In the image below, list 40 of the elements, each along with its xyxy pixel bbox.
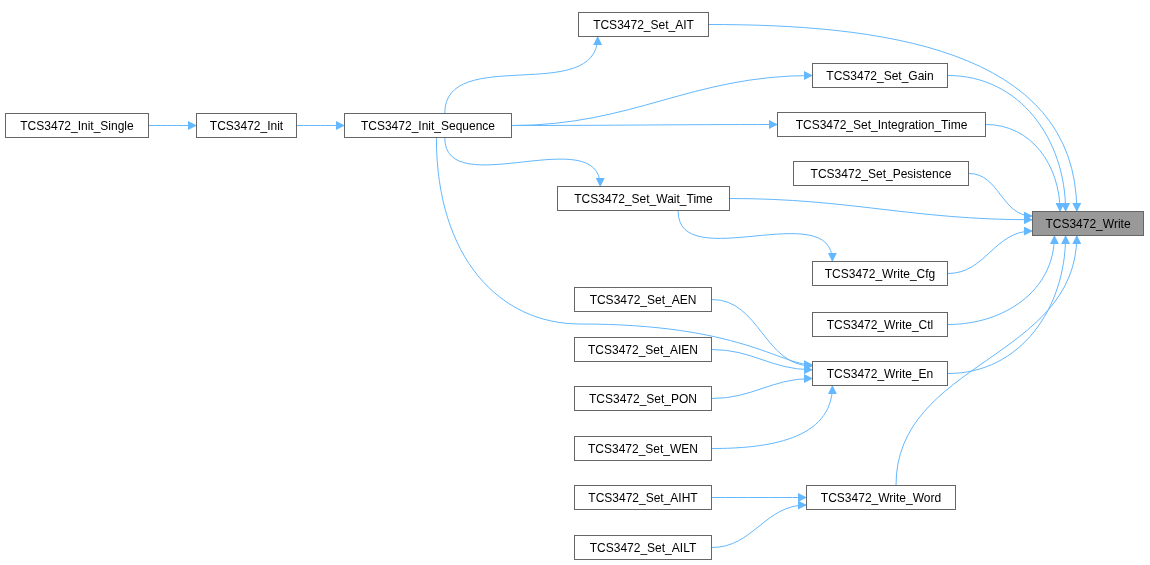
arrow	[968, 173, 1033, 220]
function-box: TCS3472_Set_PON	[574, 386, 712, 411]
arrow	[444, 36, 601, 114]
arrow	[711, 501, 807, 548]
arrow	[711, 349, 813, 374]
function-box: TCS3472_Write_Cfg	[812, 261, 948, 286]
function-box: TCS3472_Set_AIEN	[574, 337, 712, 362]
arrow	[148, 121, 197, 130]
function-box: TCS3472_Init_Sequence	[344, 113, 512, 138]
function-box: TCS3472_Set_Integration_Time	[777, 112, 986, 137]
arrow	[985, 124, 1065, 212]
function-box: TCS3472_Set_AILT	[574, 535, 712, 560]
arrow	[711, 493, 807, 502]
arrow	[729, 198, 1033, 225]
arrow	[444, 137, 603, 187]
arrow	[947, 235, 1059, 325]
arrow	[711, 299, 813, 370]
arrow	[677, 210, 835, 262]
arrow	[947, 227, 1033, 274]
function-box: TCS3472_Set_Gain	[812, 63, 948, 88]
arrow	[511, 120, 778, 129]
arrow	[711, 374, 813, 399]
function-box: TCS3472_Set_WEN	[574, 436, 712, 461]
arrow	[708, 24, 1081, 212]
function-box: TCS3472_Set_AIT	[578, 12, 709, 37]
function-box: TCS3472_Init_Single	[5, 113, 149, 138]
function-box: TCS3472_Write_Ctl	[812, 312, 948, 337]
function-box: TCS3472_Set_AEN	[574, 287, 712, 312]
function-box: TCS3472_Write	[1032, 211, 1144, 236]
arrow	[947, 75, 1070, 212]
arrow	[947, 235, 1070, 374]
function-box: TCS3472_Set_Wait_Time	[557, 186, 730, 211]
function-box: TCS3472_Write_Word	[806, 485, 956, 510]
arrow	[296, 121, 345, 130]
function-box: TCS3472_Init	[196, 113, 297, 138]
function-box: TCS3472_Set_Pesistence	[793, 161, 969, 186]
function-box: TCS3472_Write_En	[812, 361, 948, 386]
function-box: TCS3472_Set_AIHT	[574, 485, 712, 510]
arrow	[895, 235, 1081, 486]
arrow	[711, 385, 837, 449]
